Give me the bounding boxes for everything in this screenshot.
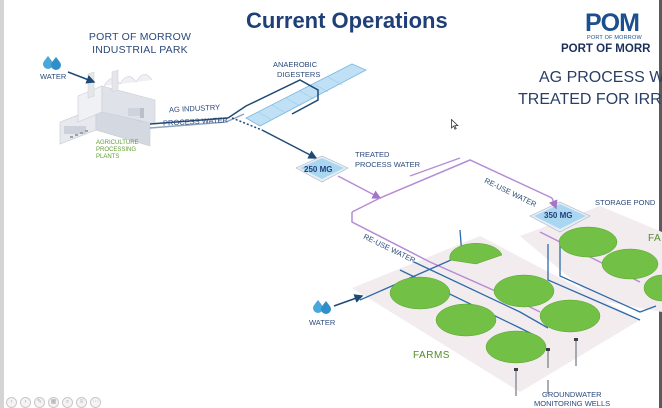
farms-label: FARMS xyxy=(413,350,450,361)
process-water-pipe xyxy=(149,79,319,159)
park-title: PORT OF MORROW INDUSTRIAL PARK xyxy=(88,31,192,56)
next-slide-icon[interactable]: › xyxy=(20,396,31,408)
pom-logo: POM PORT OF MORROW xyxy=(582,9,662,49)
water-drops-icon xyxy=(43,56,61,70)
lagoon-capacity-label: 250 MG xyxy=(304,165,333,174)
headline-line-1: AG PROCESS W xyxy=(539,69,662,86)
page-title: Current Operations xyxy=(246,8,448,33)
presentation-toolbar: ‹ › ✎ ▦ ⌕ ≡ ⋯ xyxy=(6,396,101,408)
port-name: PORT OF MORR xyxy=(561,43,651,55)
farm-field-right xyxy=(520,206,662,312)
processing-plant-building xyxy=(59,69,156,147)
treated-label: TREATED xyxy=(355,150,390,159)
lagoon-250mg xyxy=(295,155,349,183)
prev-slide-icon[interactable]: ‹ xyxy=(6,396,17,408)
headline-line-2: TREATED FOR IRR xyxy=(518,91,662,108)
zoom-icon[interactable]: ⌕ xyxy=(62,396,73,408)
logo-subtitle: PORT OF MORROW xyxy=(587,35,642,41)
water-label-bottom: WATER xyxy=(309,318,336,327)
window-frame-right xyxy=(659,0,662,408)
monitoring-wells xyxy=(515,340,577,396)
monitoring-wells-label: MONITORING WELLS xyxy=(534,399,611,408)
water-inlet-arrows xyxy=(67,71,364,307)
menu-icon[interactable]: ≡ xyxy=(76,396,87,408)
treated-process-water-label: PROCESS WATER xyxy=(355,160,421,169)
pen-icon[interactable]: ✎ xyxy=(34,396,45,408)
storage-capacity-label: 350 MG xyxy=(544,211,573,220)
mouse-pointer-icon xyxy=(451,119,459,130)
monitoring-well-caps xyxy=(514,338,578,371)
water-drops-icon xyxy=(313,300,331,314)
farm-field-main xyxy=(352,236,640,392)
anaerobic-digesters xyxy=(245,63,367,127)
logo-letters: POM xyxy=(585,9,640,37)
digesters-label-2: DIGESTERS xyxy=(277,70,321,79)
more-options-icon[interactable]: ⋯ xyxy=(90,396,101,408)
window-frame-left xyxy=(0,0,4,408)
digesters-label-1: ANAEROBIC xyxy=(273,60,318,69)
farm-circles-right xyxy=(558,226,662,302)
water-label-top: WATER xyxy=(40,72,67,81)
ag-plants-label: AGRICULTURE PROCESSING PLANTS xyxy=(96,140,139,160)
farms-right-label: FA xyxy=(648,233,662,244)
grid-icon[interactable]: ▦ xyxy=(48,396,59,408)
groundwater-label: GROUNDWATER xyxy=(542,390,602,399)
farm-circles xyxy=(389,243,601,364)
storage-pond-label: STORAGE POND xyxy=(595,198,656,207)
